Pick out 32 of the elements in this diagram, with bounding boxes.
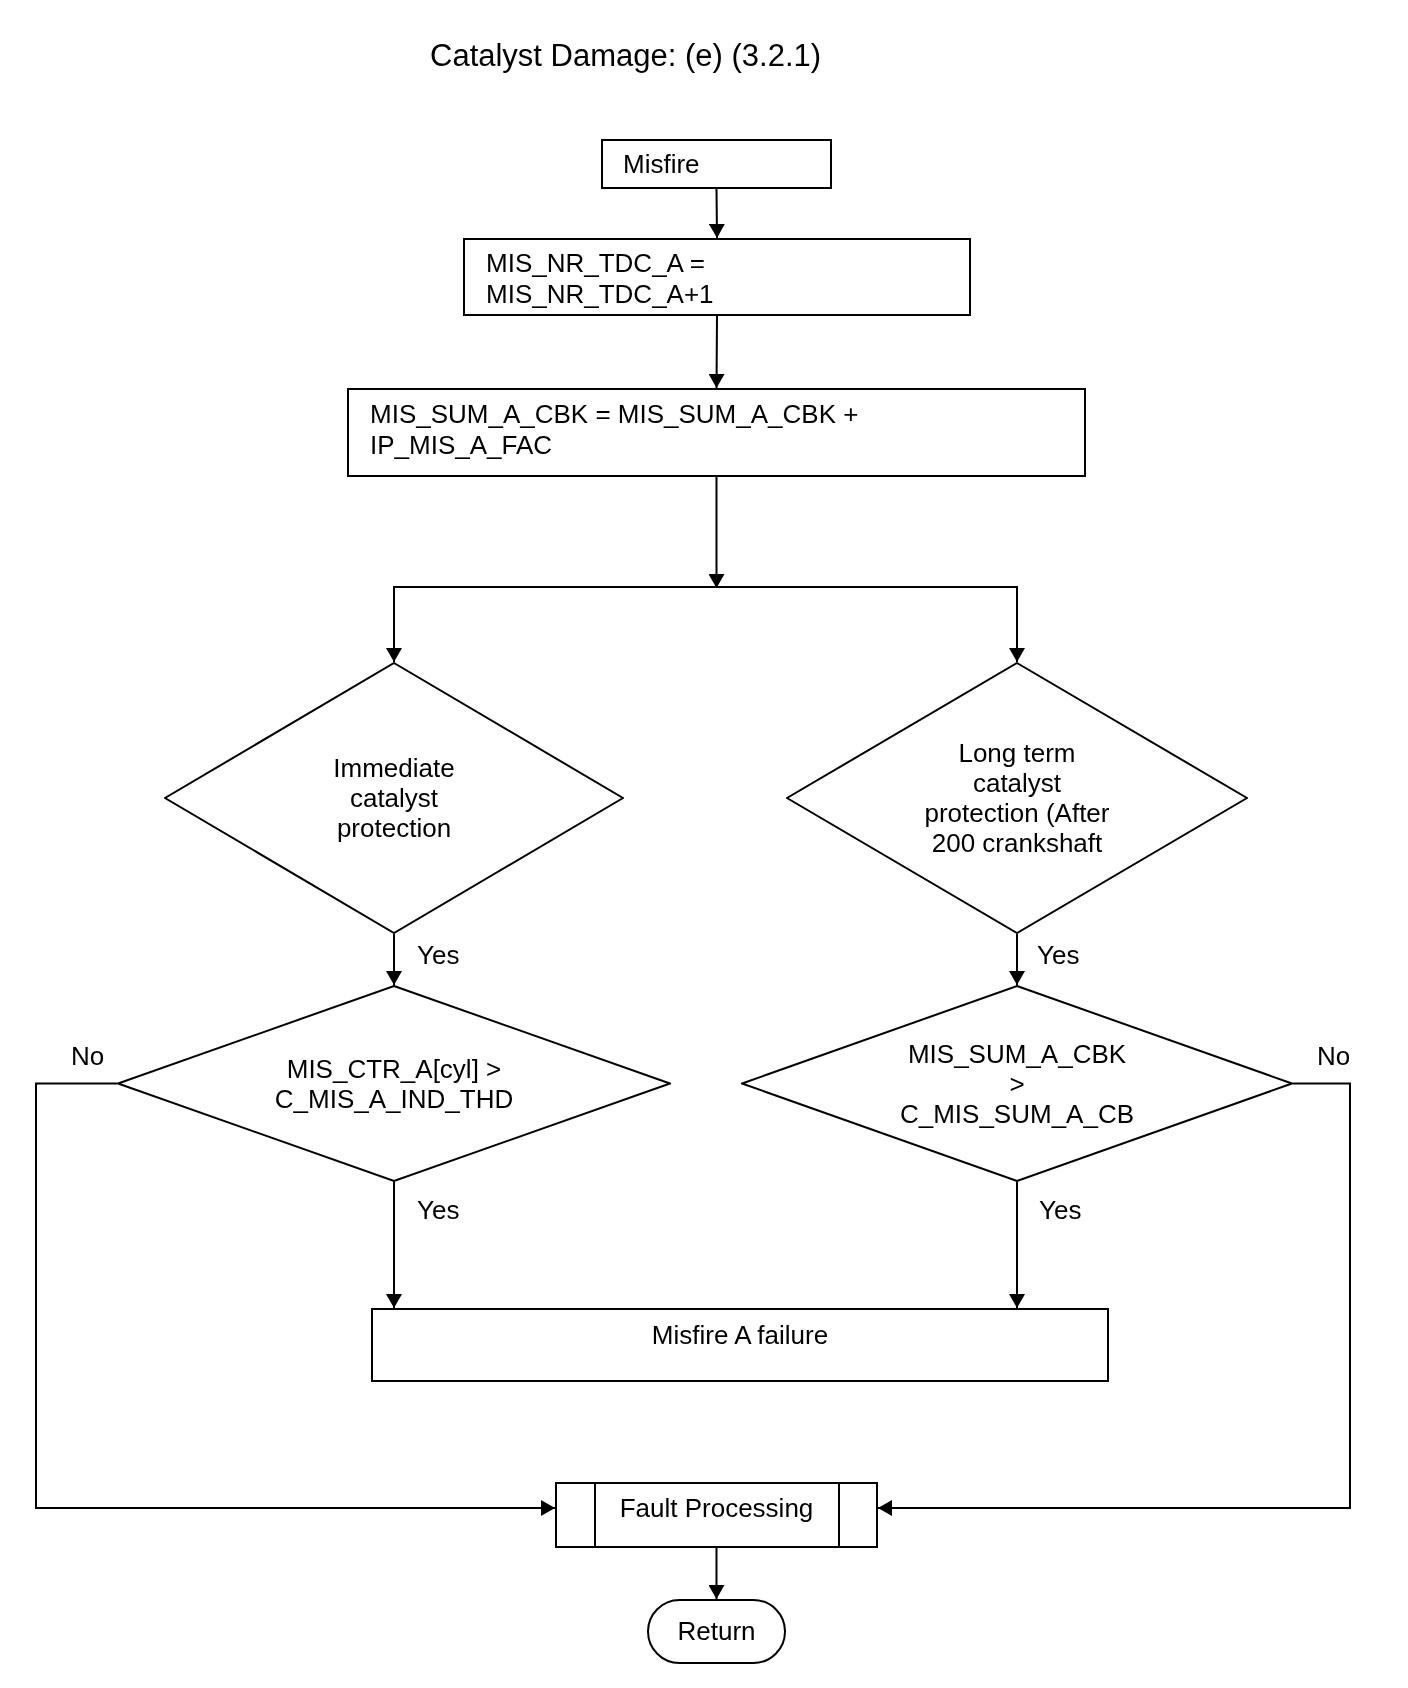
arrow <box>386 933 402 986</box>
step-text: Misfire <box>623 148 700 180</box>
arrow <box>1009 933 1025 986</box>
decision-diamond <box>117 985 671 1182</box>
step-text: MIS_NR_TDC_A = MIS_NR_TDC_A+1 <box>486 248 715 310</box>
arrow <box>386 1181 402 1309</box>
diagram-title: Catalyst Damage: (e) (3.2.1) <box>430 38 822 74</box>
subroutine-text: Fault Processing <box>619 1492 814 1524</box>
arrow <box>877 1082 1351 1516</box>
process-box <box>463 238 971 316</box>
step-text: Misfire A failure <box>651 1320 829 1351</box>
process-box <box>347 388 1086 477</box>
predefined-process-box <box>555 1482 878 1548</box>
decision-diamond <box>741 985 1293 1182</box>
terminal-text: Return <box>677 1616 756 1647</box>
arrow <box>386 586 718 663</box>
step-text: MIS_SUM_A_CBK = MIS_SUM_A_CBK + IP_MIS_A_FAC <box>370 399 860 461</box>
condition-text: MIS_SUM_A_CBK > C_MIS_SUM_A_CB <box>898 1038 1136 1129</box>
arrow <box>715 586 1025 663</box>
arrow <box>35 1082 556 1516</box>
condition-text: Long term catalyst protection (After 200 crankshaft <box>923 738 1111 858</box>
arrow <box>1009 1181 1025 1309</box>
condition-text: Immediate catalyst protection <box>332 753 456 843</box>
arrow <box>708 188 725 239</box>
arrow <box>708 1547 725 1600</box>
process-box <box>371 1308 1109 1382</box>
decision-diamond <box>786 662 1248 934</box>
decision-diamond <box>164 662 624 934</box>
condition-text: MIS_CTR_A[cyl] > C_MIS_A_IND_THD <box>273 1053 515 1114</box>
arrow <box>708 476 725 589</box>
process-box <box>601 139 832 189</box>
arrow <box>708 315 725 389</box>
